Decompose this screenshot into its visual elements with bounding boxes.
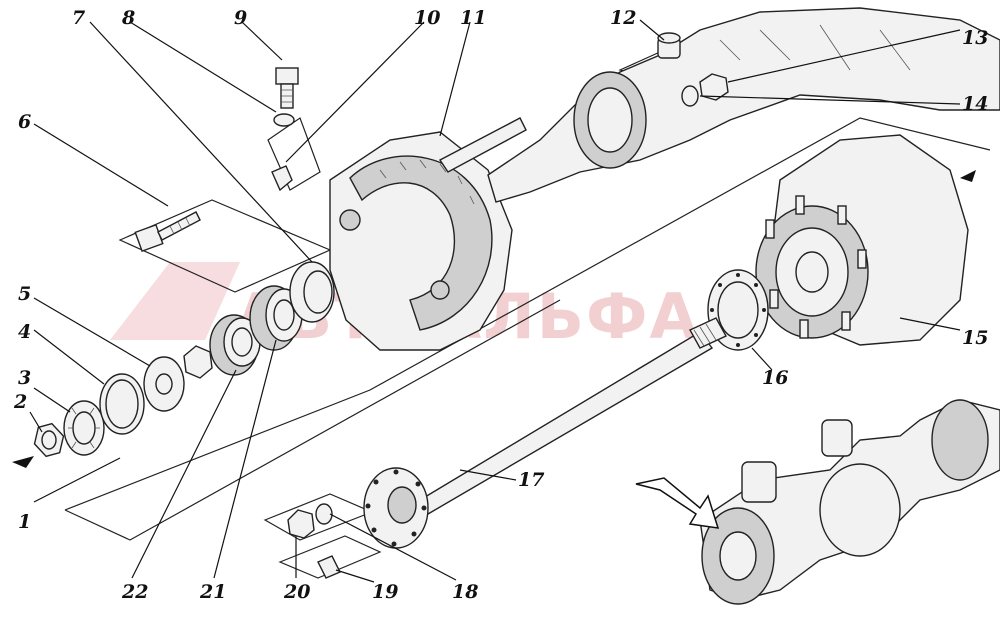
- callout-19: 19: [372, 581, 398, 603]
- callout-13: 13: [962, 27, 988, 49]
- callout-6: 6: [18, 111, 31, 133]
- part-clip-10: [271, 165, 293, 192]
- callout-15: 15: [962, 327, 988, 349]
- callout-4: 4: [18, 321, 31, 343]
- callout-17: 17: [518, 469, 544, 491]
- hub-studs: [765, 195, 867, 339]
- part-axle-housing: [487, 7, 1000, 203]
- callout-3: 3: [18, 367, 31, 389]
- callouts: 1 2 3 4 5 6 7 8 9 10 11 12 13 14 15 16 1…: [13, 7, 988, 603]
- part-lock-nut: [183, 345, 213, 379]
- plane-arrow-left-icon: [12, 456, 34, 468]
- part-bolt-6: [134, 211, 201, 253]
- part-washer-14: [681, 85, 699, 107]
- callout-22: 22: [121, 581, 148, 603]
- part-washer-5: [143, 356, 185, 412]
- part-flange-18: [363, 467, 429, 549]
- callout-7: 7: [72, 7, 85, 29]
- part-plug-12: [657, 32, 681, 59]
- part-spring-washer: [315, 503, 333, 525]
- callout-14: 14: [962, 93, 988, 115]
- pointer-arrow-icon: [635, 477, 720, 529]
- callout-9: 9: [234, 7, 247, 29]
- part-cone-19: [317, 555, 341, 579]
- callout-20: 20: [283, 581, 310, 603]
- callout-2: 2: [13, 391, 27, 413]
- axis-plane-lower: [64, 299, 561, 541]
- callout-10: 10: [414, 7, 440, 29]
- part-bolt-9: [275, 67, 299, 109]
- callout-18: 18: [452, 581, 478, 603]
- part-lock-washer-3: [63, 400, 105, 456]
- callout-11: 11: [460, 7, 486, 29]
- callout-16: 16: [762, 367, 788, 389]
- callout-5: 5: [18, 283, 31, 305]
- leader-lines: [29, 19, 961, 583]
- part-nut-20: [287, 509, 315, 539]
- callout-12: 12: [610, 7, 636, 29]
- plane-arrow-icon: [960, 170, 976, 182]
- part-seal-7: [289, 261, 335, 323]
- callout-1: 1: [18, 511, 31, 533]
- axis-plane-upper: [64, 117, 991, 511]
- part-nut-2: [33, 422, 65, 458]
- cone-plane: [278, 535, 382, 579]
- part-ring-4: [99, 373, 145, 435]
- callout-21: 21: [199, 581, 226, 603]
- part-washer-8: [273, 113, 295, 127]
- overview-axle: [699, 399, 1000, 605]
- part-hub-drum-15: [755, 134, 969, 346]
- part-brake-assembly-11: [329, 117, 527, 351]
- callout-8: 8: [121, 7, 135, 29]
- watermark-logo: [110, 262, 240, 340]
